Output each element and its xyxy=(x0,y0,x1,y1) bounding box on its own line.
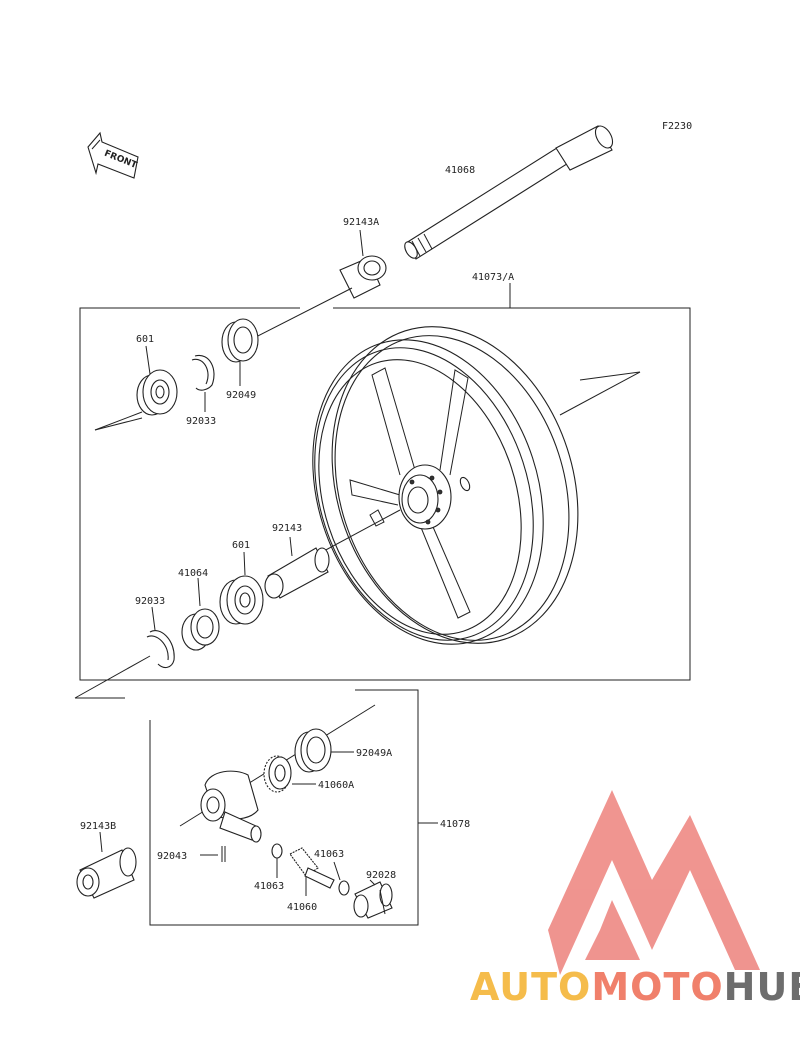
watermark-text: AUTOMOTOHUB xyxy=(470,965,800,1009)
bearing-601-mid xyxy=(219,575,264,625)
collar-92143B xyxy=(76,847,137,899)
label-92033-top: 92033 xyxy=(186,416,216,427)
washer-41063-left xyxy=(271,843,283,859)
label-92143A: 92143A xyxy=(343,217,379,228)
collar-92143 xyxy=(264,547,330,599)
axle-41068 xyxy=(404,125,614,260)
watermark-moto: MOTO xyxy=(591,965,723,1009)
circlip-92033-top xyxy=(191,354,215,391)
label-41060A: 41060A xyxy=(318,780,354,791)
bearing-601-top xyxy=(136,369,178,416)
axle-line-right xyxy=(559,371,641,416)
label-92143: 92143 xyxy=(272,523,302,534)
bushing-92028 xyxy=(353,881,393,919)
watermark-hub: HUB xyxy=(724,965,800,1009)
label-41064: 41064 xyxy=(178,568,208,579)
label-41063-right: 41063 xyxy=(314,849,344,860)
label-92143B: 92143B xyxy=(80,821,116,832)
washer-41063-right xyxy=(338,880,350,896)
label-92049: 92049 xyxy=(226,390,256,401)
leader-92143A xyxy=(359,229,364,257)
label-601-mid: 601 xyxy=(232,540,250,551)
circlip-92033-mid xyxy=(146,630,175,669)
label-92049A: 92049A xyxy=(356,748,392,759)
wheel-frame-box xyxy=(79,283,691,681)
label-41073A: 41073/A xyxy=(472,272,514,283)
label-92033-mid: 92033 xyxy=(135,596,165,607)
seal-92049A xyxy=(294,728,332,773)
label-601-top: 601 xyxy=(136,334,154,345)
speedo-frame-box xyxy=(149,689,438,926)
label-41060: 41060 xyxy=(287,902,317,913)
seal-92049 xyxy=(221,318,259,363)
label-92043: 92043 xyxy=(157,851,187,862)
label-41068: 41068 xyxy=(445,165,475,176)
drive-gear-41060 xyxy=(289,847,335,889)
gear-41060A xyxy=(263,755,292,793)
figure-code: F2230 xyxy=(662,121,692,132)
wheel-41073 xyxy=(312,326,579,645)
pin-92043 xyxy=(221,846,226,862)
front-arrow-icon: FRONT xyxy=(87,131,139,179)
label-92028: 92028 xyxy=(366,870,396,881)
watermark-auto: AUTO xyxy=(470,965,591,1009)
gearbox-housing xyxy=(200,770,262,843)
label-41063-left: 41063 xyxy=(254,881,284,892)
axle-line-top xyxy=(249,287,353,341)
spacer-41064 xyxy=(181,608,220,651)
collar-92143A xyxy=(339,255,387,299)
label-41078: 41078 xyxy=(440,819,470,830)
automotohub-logo: AUTOMOTOHUB xyxy=(470,790,800,1009)
